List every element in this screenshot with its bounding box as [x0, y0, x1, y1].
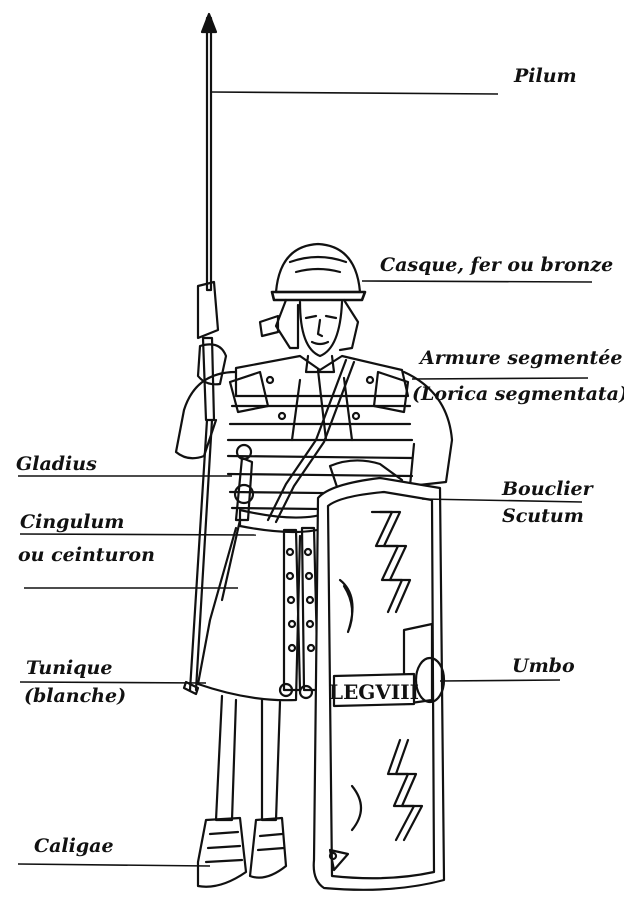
label-gladius: Gladius: [16, 453, 97, 475]
leader-bouclier: [421, 498, 583, 503]
gladius-drawing: [220, 443, 255, 602]
pilum-drawing: [182, 12, 220, 696]
leader-lines: [17, 91, 593, 867]
face-drawing: [298, 300, 344, 374]
leader-pilum: [209, 91, 499, 95]
legs-drawing: [196, 694, 288, 888]
label-umbo: Umbo: [512, 655, 575, 677]
label-tunique-2: (blanche): [24, 685, 127, 707]
shield-drawing: [312, 476, 446, 891]
armor-drawing: [226, 354, 414, 512]
label-armure-1: Armure segmentée: [420, 347, 623, 369]
label-tunique-1: Tunique: [26, 657, 113, 679]
leader-cingulum: [19, 533, 257, 536]
label-bouclier-1: Bouclier: [502, 478, 593, 500]
leader-casque: [361, 280, 593, 283]
tunic-drawing: [196, 526, 302, 702]
strap-drawing: [266, 358, 356, 524]
shield-inscription: LEGVIII: [329, 680, 419, 704]
helmet-drawing: [258, 242, 367, 352]
leader-caligae: [17, 863, 211, 867]
label-caligae: Caligae: [34, 835, 114, 857]
label-bouclier-2: Scutum: [502, 505, 584, 527]
right-arm-drawing: [174, 343, 238, 460]
label-pilum: Pilum: [514, 65, 577, 87]
label-armure-2: (Lorica segmentata): [412, 383, 624, 405]
leader-umbo: [439, 679, 561, 682]
leader-armure: [411, 377, 589, 380]
leader-tunique: [19, 681, 207, 684]
label-cingulum-2: ou ceinturon: [18, 544, 155, 566]
label-cingulum-1: Cingulum: [20, 511, 125, 533]
label-casque: Casque, fer ou bronze: [380, 254, 614, 276]
